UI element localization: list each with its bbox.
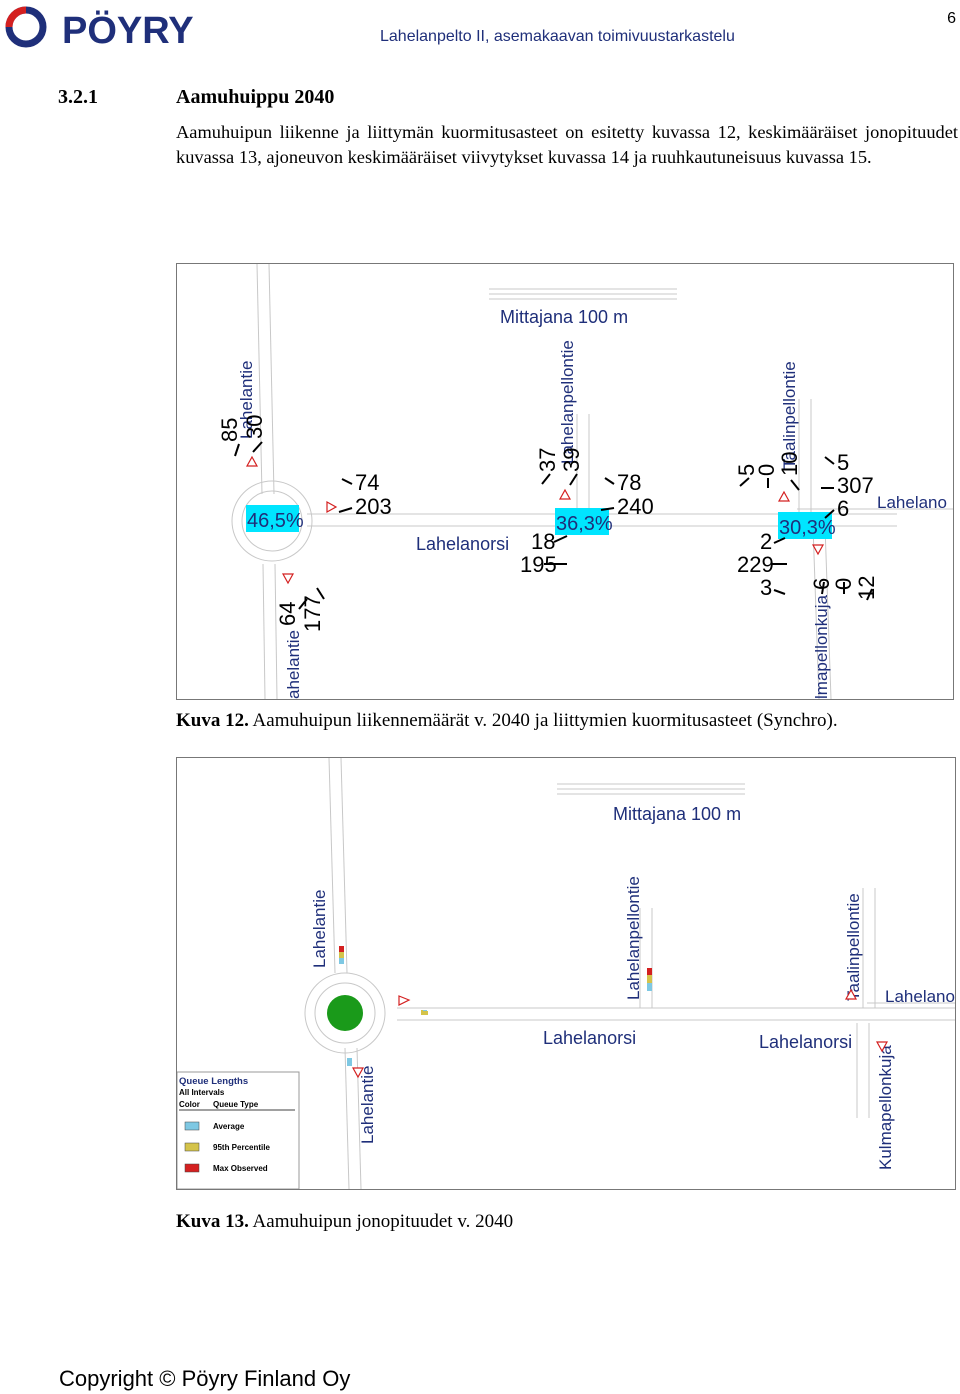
load-box-middle — [555, 508, 609, 535]
legend-swatch-average — [184, 1121, 200, 1131]
vol-east-w3: 3 — [760, 575, 772, 600]
road-label-taalinpellontie: Taalinpellontie — [780, 361, 799, 469]
load-box-east — [778, 512, 832, 539]
vol-east-s1: 6 — [809, 578, 834, 590]
figure-13-map: Mittajana 100 m Lahelantie Lahelantie La… — [177, 758, 955, 1189]
road-label-lahelantie-south: Lahelantie — [358, 1066, 377, 1144]
vol-mid-e2: 240 — [617, 494, 654, 519]
road-label-lahelantie-south: ahelantie — [284, 630, 303, 699]
logo-brand-text: PÖYRY — [62, 9, 194, 51]
logo-red-arc-icon — [5, 6, 27, 28]
figure-13-caption: Kuva 13. Aamuhuipun jonopituudet v. 2040 — [176, 1211, 513, 1233]
vol-east-e1: 5 — [837, 450, 849, 475]
road-label-lahelanorsi-2: Lahelanorsi — [759, 1032, 852, 1052]
legend-col-type: Queue Type — [213, 1100, 259, 1109]
vol-east-n3: 10 — [777, 452, 802, 476]
vol-mid-w1: 18 — [531, 529, 555, 554]
legend-col-color: Color — [179, 1100, 200, 1109]
page-number: 6 — [947, 10, 956, 27]
vol-east-n2: 0 — [754, 464, 779, 476]
intro-paragraph: Aamuhuipun liikenne ja liittymän kuormit… — [176, 122, 958, 167]
figure-13-caption-label: Kuva 13. — [176, 1211, 249, 1232]
road-label-lahelantie-north: Lahelantie — [237, 361, 256, 439]
vol-east-w1: 2 — [760, 529, 772, 554]
load-roundabout: 46,5% — [247, 510, 304, 532]
road-label-kulmapellonkuja: Kulmapellonkuja — [876, 1045, 895, 1170]
road-label-lahelantie-north: Lahelantie — [310, 890, 329, 968]
scale-label: Mittajana 100 m — [500, 307, 628, 327]
copyright: Copyright © Pöyry Finland Oy — [59, 1366, 351, 1391]
legend-title: Queue Lengths — [179, 1076, 248, 1087]
figure-13-caption-text: Aamuhuipun jonopituudet v. 2040 — [248, 1211, 514, 1232]
vol-west-n2: 30 — [242, 415, 267, 439]
vol-east-e3: 6 — [837, 496, 849, 521]
legend-subtitle: All Intervals — [179, 1088, 225, 1097]
figure-12-caption-label: Kuva 12. — [176, 710, 249, 731]
figure-12-traffic-volumes: Mittajana 100 m Lahelantie ahelantie Lah… — [176, 263, 954, 700]
legend-swatch-max — [184, 1163, 200, 1173]
road-label-lahelanorsi: Lahelanorsi — [416, 534, 509, 554]
legend-item-average: Average — [213, 1122, 245, 1131]
legend-swatch-95th — [184, 1142, 200, 1152]
figure-12-caption-text: Aamuhuipun liikennemäärät v. 2040 ja lii… — [248, 710, 838, 731]
road-label-lahelano: Lahelano — [877, 493, 947, 512]
road-label-lahelanorsi-1: Lahelanorsi — [543, 1028, 636, 1048]
vol-mid-e1: 78 — [617, 470, 641, 495]
figure-12-caption: Kuva 12. Aamuhuipun liikennemäärät v. 20… — [176, 710, 838, 732]
load-middle: 36,3% — [556, 513, 613, 535]
section-title: Aamuhuippu 2040 — [176, 86, 335, 108]
legend-item-max: Max Observed — [213, 1164, 268, 1173]
road-label-lahelanpellontie: Lahelanpellontie — [624, 876, 643, 1000]
vol-west-e2: 203 — [355, 494, 392, 519]
scale-label: Mittajana 100 m — [613, 804, 741, 824]
road-label-kulmapellonkuja: lmapellonkuja — [812, 595, 831, 699]
queue-legend: Queue Lengths All Intervals Color Queue … — [177, 1071, 300, 1189]
road-label-lahelanpellontie: Lahelanpellontie — [558, 340, 577, 464]
vol-west-n1: 85 — [217, 418, 242, 442]
vol-mid-n2: 39 — [559, 448, 584, 472]
vol-east-s3: 12 — [854, 576, 879, 600]
vol-west-e1: 74 — [355, 470, 379, 495]
vol-east-e2: 307 — [837, 473, 874, 498]
vol-west-s1: 64 — [275, 602, 300, 626]
poyry-logo: PÖYRY — [5, 6, 194, 51]
vol-east-n1: 5 — [734, 464, 759, 476]
vol-mid-n1: 37 — [535, 448, 560, 472]
figure-13-queue-lengths: Mittajana 100 m Lahelantie Lahelantie La… — [176, 757, 956, 1190]
road-label-lahelano: Lahelano — [885, 987, 955, 1006]
document-title: Lahelanpelto II, asemakaavan toimivuusta… — [380, 28, 735, 45]
road-label-taalinpellontie: Taalinpellontie — [844, 893, 863, 1001]
figure-12-map: Mittajana 100 m Lahelantie ahelantie Lah… — [217, 264, 953, 699]
roundabout-island — [327, 995, 363, 1031]
section-number: 3.2.1 — [58, 86, 98, 108]
vol-east-w2: 229 — [737, 552, 774, 577]
load-box-roundabout — [246, 505, 299, 532]
legend-item-95th: 95th Percentile — [213, 1143, 270, 1152]
vol-west-s2: 177 — [300, 595, 325, 632]
load-east: 30,3% — [779, 517, 836, 539]
